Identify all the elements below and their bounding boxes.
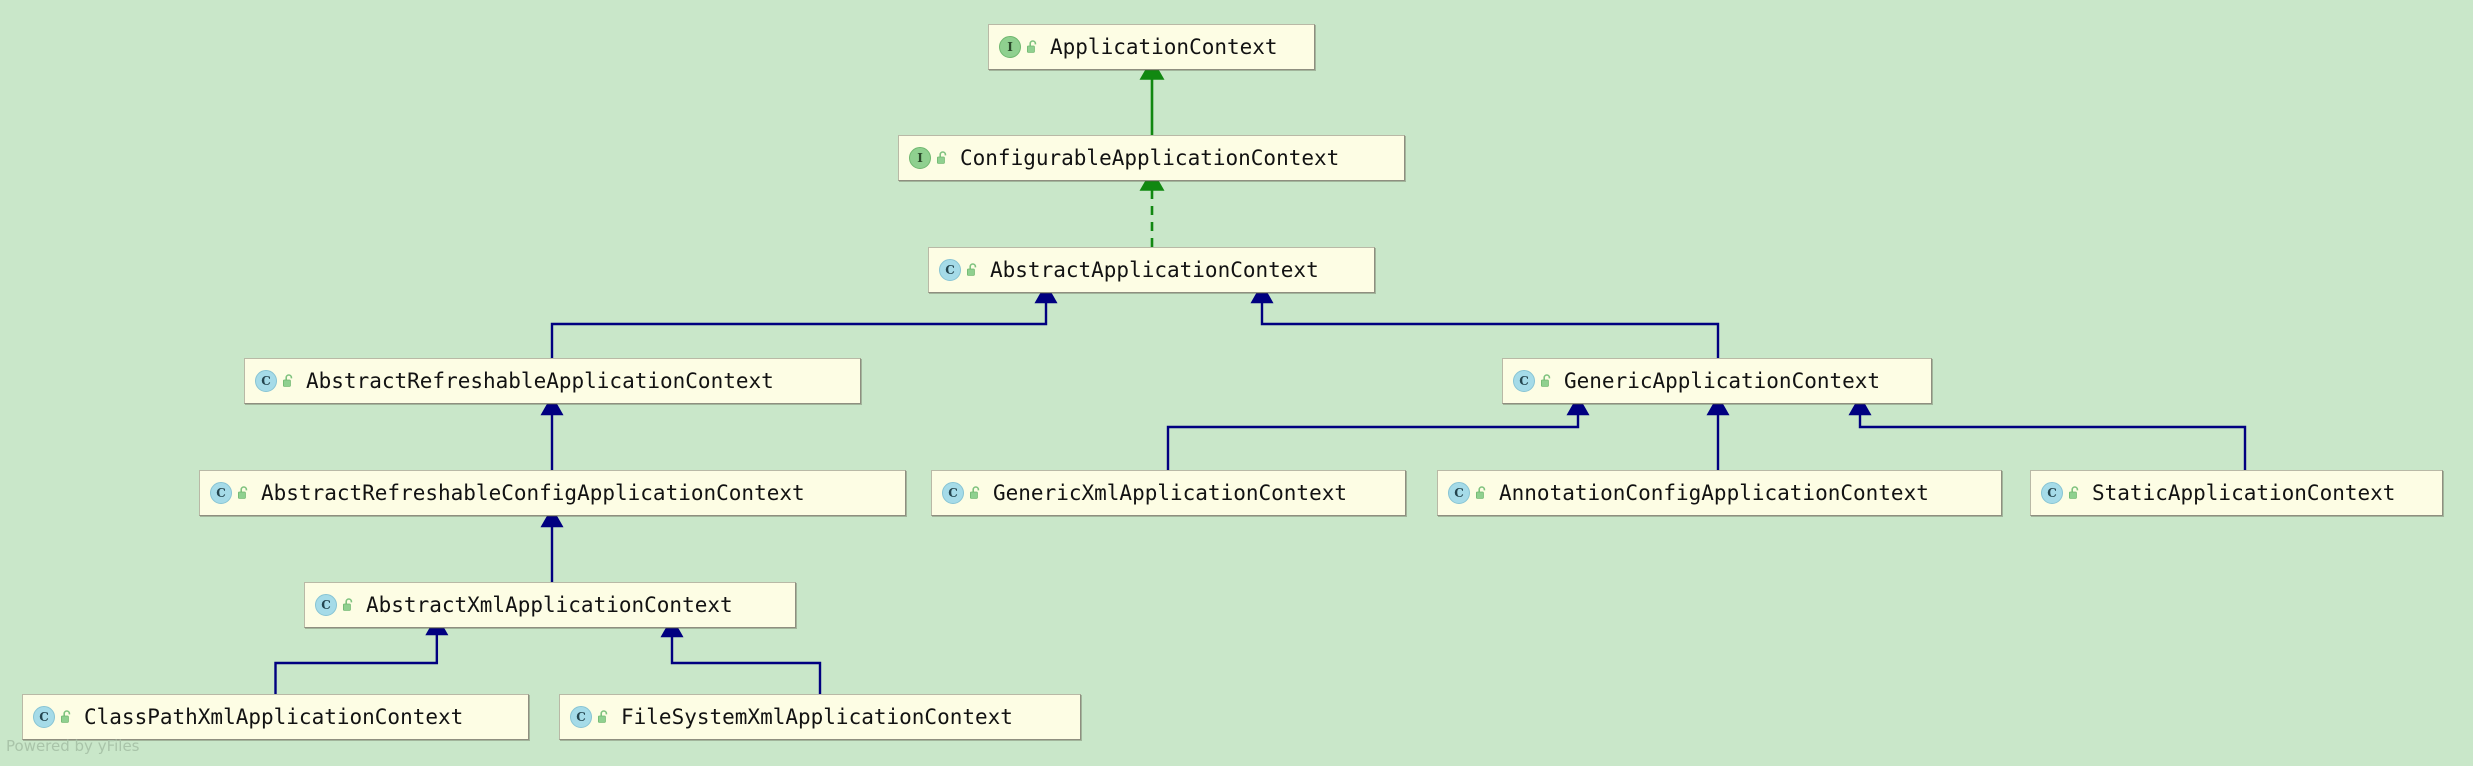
public-lock-icon [342, 598, 353, 611]
node-icon-group: C [939, 259, 979, 281]
edge-generic-to-abstract [1250, 283, 1720, 358]
public-lock-icon [1026, 40, 1037, 53]
class-icon: C [315, 594, 337, 616]
edge-abstractrefreshable-to-abstract [550, 283, 1058, 358]
class-icon: C [255, 370, 277, 392]
class-icon: C [210, 482, 232, 504]
class-node-label: AbstractRefreshableApplicationContext [306, 368, 774, 393]
public-lock-icon [936, 151, 947, 164]
node-icon-group: C [255, 370, 295, 392]
public-lock-icon [237, 486, 248, 499]
public-lock-icon [969, 486, 980, 499]
class-node-genericXmlApplicationContext[interactable]: C GenericXmlApplicationContext [931, 470, 1406, 516]
class-node-fileSystemXmlApplicationContext[interactable]: C FileSystemXmlApplicationContext [559, 694, 1081, 740]
class-node-label: AbstractXmlApplicationContext [366, 592, 733, 617]
class-node-label: ClassPathXmlApplicationContext [84, 704, 464, 729]
class-icon: C [2041, 482, 2063, 504]
interface-icon: I [999, 36, 1021, 58]
edge-genericxml-to-generic [1166, 395, 1590, 470]
node-icon-group: C [570, 706, 610, 728]
interface-icon: I [909, 147, 931, 169]
edge-static-to-generic [1848, 395, 2247, 470]
class-node-genericApplicationContext[interactable]: C GenericApplicationContext [1502, 358, 1932, 404]
node-icon-group: C [1513, 370, 1553, 392]
class-node-label: StaticApplicationContext [2092, 480, 2396, 505]
class-node-applicationContext[interactable]: I ApplicationContext [988, 24, 1315, 70]
edge-classpathxml-to-abstractxml [274, 615, 449, 694]
class-icon: C [939, 259, 961, 281]
public-lock-icon [1540, 374, 1551, 387]
public-lock-icon [2068, 486, 2079, 499]
class-node-annotationConfigApplicationContext[interactable]: C AnnotationConfigApplicationContext [1437, 470, 2002, 516]
edge-filesystemxml-to-abstractxml [660, 617, 822, 694]
public-lock-icon [282, 374, 293, 387]
class-node-label: ConfigurableApplicationContext [960, 145, 1340, 170]
node-icon-group: C [33, 706, 73, 728]
class-node-label: ApplicationContext [1050, 34, 1278, 59]
class-node-classPathXmlApplicationContext[interactable]: C ClassPathXmlApplicationContext [22, 694, 529, 740]
class-icon: C [1448, 482, 1470, 504]
yfiles-watermark: Powered by yFiles [6, 737, 140, 755]
node-icon-group: I [999, 36, 1039, 58]
class-node-staticApplicationContext[interactable]: C StaticApplicationContext [2030, 470, 2443, 516]
public-lock-icon [60, 710, 71, 723]
class-node-label: GenericApplicationContext [1564, 368, 1881, 393]
class-node-abstractRefreshableConfigApplicationContext[interactable]: C AbstractRefreshableConfigApplicationCon… [199, 470, 906, 516]
public-lock-icon [966, 263, 977, 276]
node-icon-group: I [909, 147, 949, 169]
node-icon-group: C [2041, 482, 2081, 504]
public-lock-icon [597, 710, 608, 723]
class-icon: C [33, 706, 55, 728]
class-node-label: FileSystemXmlApplicationContext [621, 704, 1013, 729]
class-icon: C [1513, 370, 1535, 392]
node-icon-group: C [942, 482, 982, 504]
node-icon-group: C [315, 594, 355, 616]
class-node-label: AbstractApplicationContext [990, 257, 1319, 282]
node-icon-group: C [1448, 482, 1488, 504]
class-icon: C [942, 482, 964, 504]
class-node-label: AbstractRefreshableConfigApplicationCont… [261, 480, 805, 505]
class-node-abstractRefreshableApplicationContext[interactable]: C AbstractRefreshableApplicationContext [244, 358, 861, 404]
class-node-configurableApplicationContext[interactable]: I ConfigurableApplicationContext [898, 135, 1405, 181]
class-node-label: AnnotationConfigApplicationContext [1499, 480, 1929, 505]
class-node-abstractApplicationContext[interactable]: C AbstractApplicationContext [928, 247, 1375, 293]
class-node-abstractXmlApplicationContext[interactable]: C AbstractXmlApplicationContext [304, 582, 796, 628]
public-lock-icon [1475, 486, 1486, 499]
class-node-label: GenericXmlApplicationContext [993, 480, 1348, 505]
class-icon: C [570, 706, 592, 728]
node-icon-group: C [210, 482, 250, 504]
